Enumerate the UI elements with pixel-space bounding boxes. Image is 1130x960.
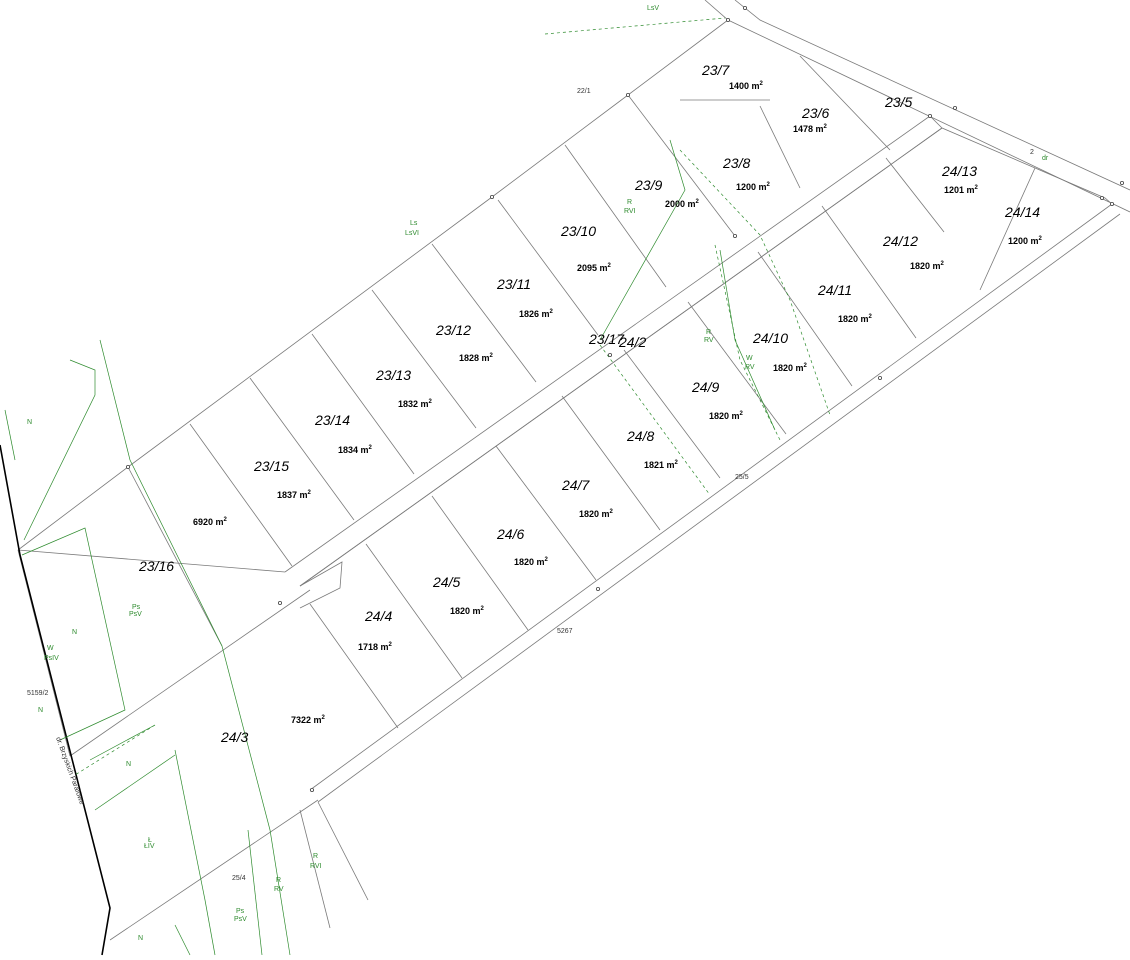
land-use-label: LsV [647, 5, 659, 12]
parcel-area: 1200 m2 [736, 182, 771, 192]
parcel-area: 1201 m2 [944, 185, 979, 195]
parcel-labels: 23/5 23/6 1478 m2 23/7 1400 m2 23/8 1200… [138, 62, 1043, 745]
parcel-id: 23/6 [801, 105, 829, 121]
parcel-id: 24/6 [496, 526, 524, 542]
land-use-label: Ł [148, 837, 152, 844]
parcel-id: 23/17 [588, 331, 625, 347]
parcel-area: 1834 m2 [338, 445, 373, 455]
parcel-area: 1820 m2 [773, 363, 808, 373]
land-use-label: N [27, 419, 32, 426]
parcel-id: 23/15 [253, 458, 289, 474]
parcel-area: 1820 m2 [838, 314, 873, 324]
parcel-area: 2095 m2 [577, 263, 612, 273]
west-boundary [0, 444, 111, 956]
land-use-label: RV [704, 337, 714, 344]
land-use-label: LsVI [405, 230, 419, 237]
parcel-id: 23/5 [884, 94, 912, 110]
parcel-id: 23/11 [496, 276, 531, 292]
parcel-id: 24/10 [752, 330, 788, 346]
parcel-area: 1820 m2 [450, 606, 485, 616]
survey-points [126, 6, 1125, 793]
parcel-id: 24/12 [882, 233, 918, 249]
land-use-label: N [72, 629, 77, 636]
land-use-label: R [276, 877, 281, 884]
land-use-label: R [706, 329, 711, 336]
parcel-id: 24/14 [1004, 204, 1040, 220]
parcel-area: 6920 m2 [193, 517, 228, 527]
parcel-area: 1400 m2 [729, 81, 764, 91]
land-use-label: W [47, 645, 54, 652]
parcel-area: 1820 m2 [910, 261, 945, 271]
parcel-area: 1832 m2 [398, 399, 433, 409]
parcel-id: 24/9 [691, 379, 719, 395]
parcel-area: 1200 m2 [1008, 236, 1043, 246]
land-use-label: RV [274, 886, 284, 893]
parcel-area: 1478 m2 [793, 124, 828, 134]
land-use-label: RVI [624, 208, 636, 215]
land-use-label: N [138, 935, 143, 942]
parcel-id: 23/8 [722, 155, 750, 171]
land-use-label: N [38, 707, 43, 714]
lower-block-dividers [309, 157, 1036, 729]
parcel-id: 24/11 [817, 282, 852, 298]
plot-numbers: 22/1 2 25/5 5267 5159/2 25/4 [27, 88, 1034, 882]
parcel-id: 23/9 [634, 177, 662, 193]
parcel-id: 23/16 [138, 558, 174, 574]
parcel-area: 1820 m2 [709, 411, 744, 421]
land-use-label: PsV [234, 916, 247, 923]
land-use-label: R [627, 199, 632, 206]
parcel-id: 24/3 [220, 729, 248, 745]
plot-number: 5159/2 [27, 690, 49, 697]
parcel-id: 24/4 [364, 608, 392, 624]
land-use-label: ŁIV [144, 843, 155, 850]
land-use-label: dr [1042, 155, 1049, 162]
parcel-area: 7322 m2 [291, 715, 326, 725]
parcel-id: 24/13 [941, 163, 977, 179]
parcel-id: 23/10 [560, 223, 596, 239]
parcel-id: 24/2 [618, 334, 646, 350]
plot-number: 5267 [557, 628, 573, 635]
parcel-id: 23/12 [435, 322, 471, 338]
land-use-label: Ps [236, 908, 245, 915]
parcel-id: 23/14 [314, 412, 350, 428]
parcel-id: 24/8 [626, 428, 654, 444]
plot-number: 2 [1030, 149, 1034, 156]
land-use-label: RVI [310, 863, 322, 870]
land-use-label: PsV [129, 611, 142, 618]
land-use-label: PsIV [44, 655, 59, 662]
northeast-road [544, 0, 1130, 213]
lower-block-boundary [299, 127, 1121, 803]
land-use-label: Ps [132, 604, 141, 611]
land-use-label: R [313, 853, 318, 860]
land-use-labels: LsV Ls LsVI R RVI R RV W RV N Ps PsV N W… [27, 5, 1049, 942]
parcel-area: 1718 m2 [358, 642, 393, 652]
plot-number: 25/5 [735, 474, 749, 481]
parcel-area: 1820 m2 [514, 557, 549, 567]
parcel-area: 2000 m2 [665, 199, 700, 209]
land-use-label: Ls [410, 220, 418, 227]
land-use-contours [4, 139, 831, 956]
parcel-id: 23/13 [375, 367, 411, 383]
upper-block-dividers [189, 55, 891, 567]
land-use-label: N [126, 761, 131, 768]
parcel-area: 1826 m2 [519, 309, 554, 319]
land-use-label: W [746, 355, 753, 362]
parcel-id: 24/7 [561, 477, 590, 493]
parcel-area: 1837 m2 [277, 490, 312, 500]
parcel-area: 1828 m2 [459, 353, 494, 363]
parcel-area: 1821 m2 [644, 460, 679, 470]
land-use-label: RV [745, 364, 755, 371]
parcel-area: 1820 m2 [579, 509, 614, 519]
parcel-id: 24/5 [432, 574, 460, 590]
plot-number: 22/1 [577, 88, 591, 95]
parcel-id: 23/7 [701, 62, 730, 78]
plot-number: 25/4 [232, 875, 246, 882]
